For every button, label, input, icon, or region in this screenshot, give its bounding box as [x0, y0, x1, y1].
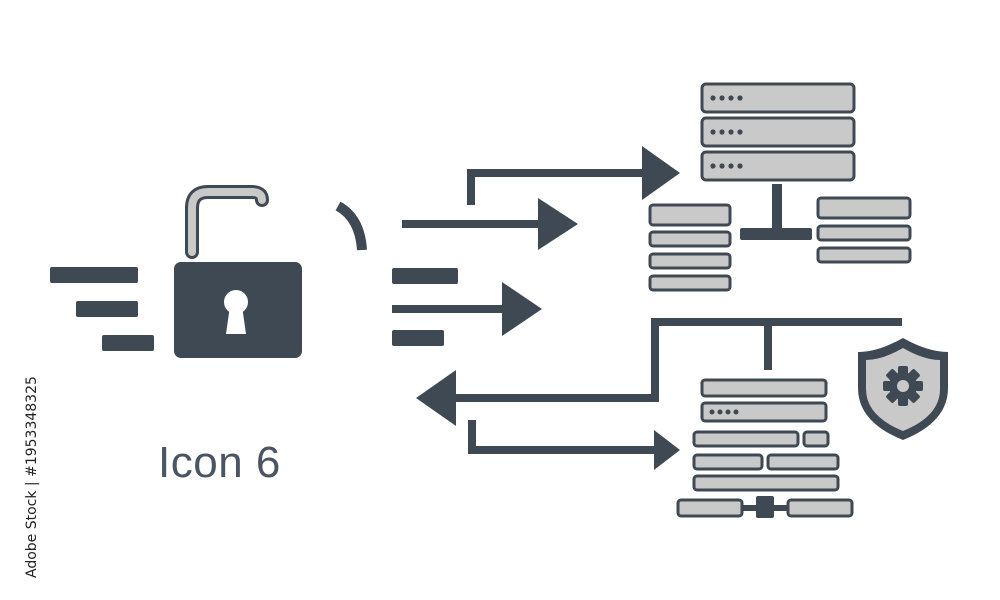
database-network-icon — [676, 378, 854, 518]
shield-gear-icon — [858, 338, 948, 440]
unlocked-padlock-icon — [174, 185, 302, 358]
server-rack-icon — [648, 82, 912, 292]
speed-lines-left — [50, 267, 154, 351]
speed-lines-right — [392, 268, 458, 346]
icon-caption: Icon 6 — [158, 438, 281, 487]
arrow-icon — [392, 146, 902, 470]
stock-id-label: Adobe Stock | #1953348325 — [24, 376, 40, 578]
arc-accent — [335, 201, 367, 251]
